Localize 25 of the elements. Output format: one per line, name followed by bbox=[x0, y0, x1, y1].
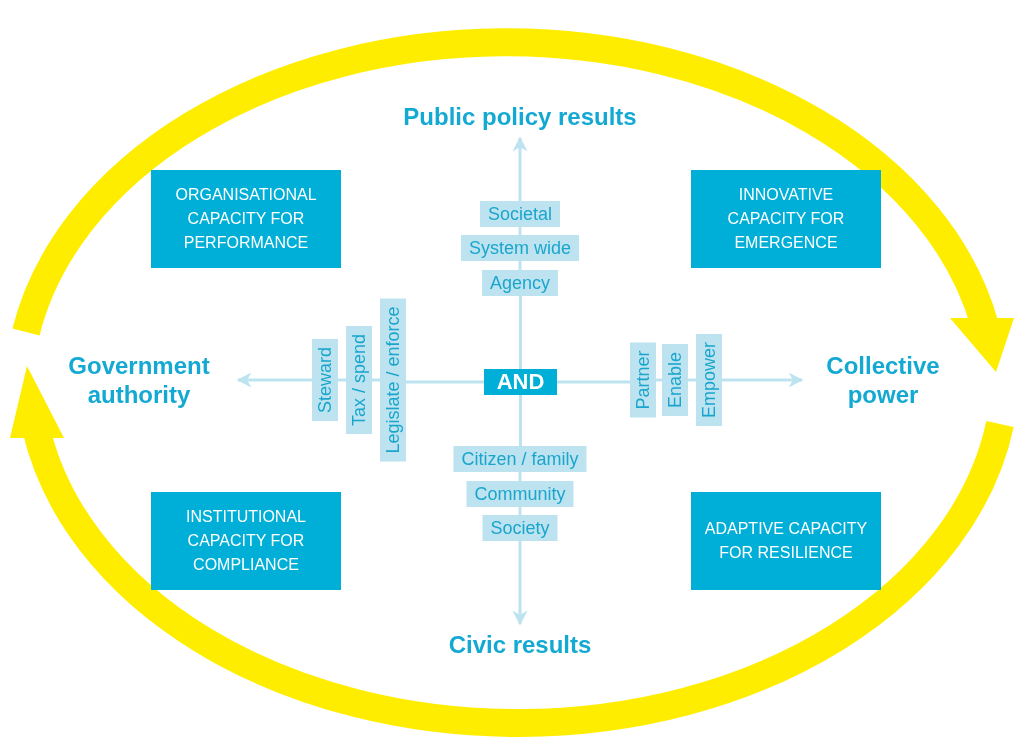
axis-label: Government authority bbox=[40, 348, 238, 412]
scale-tag: Society bbox=[482, 515, 558, 541]
scale-tag: Partner bbox=[630, 342, 656, 418]
scale-tag: Empower bbox=[696, 334, 722, 426]
scale-tag: Enable bbox=[662, 343, 688, 417]
capacity-box: ADAPTIVE CAPACITY FOR RESILIENCE bbox=[691, 492, 881, 590]
axis-label: Civic results bbox=[400, 624, 640, 664]
arrow bbox=[722, 372, 804, 388]
scale-tag: Societal bbox=[480, 201, 560, 227]
axis-label: Public policy results bbox=[380, 95, 660, 138]
arrow bbox=[512, 541, 528, 626]
scale-tag: System wide bbox=[461, 235, 579, 261]
capacity-box: INNOVATIVE CAPACITY FOR EMERGENCE bbox=[691, 170, 881, 268]
capacity-box: ORGANISATIONAL CAPACITY FOR PERFORMANCE bbox=[151, 170, 341, 268]
scale-tag: Citizen / family bbox=[453, 446, 587, 472]
center-label: AND bbox=[484, 369, 557, 395]
scale-tag: Steward bbox=[312, 339, 338, 421]
scale-tag: Tax / spend bbox=[346, 325, 372, 435]
scale-tag: Community bbox=[466, 481, 574, 507]
axis-label: Collective power bbox=[802, 348, 964, 412]
scale-tag: Agency bbox=[482, 270, 558, 296]
arrow bbox=[512, 136, 528, 201]
scale-tag: Legislate / enforce bbox=[380, 298, 406, 462]
capacity-box: INSTITUTIONAL CAPACITY FOR COMPLIANCE bbox=[151, 492, 341, 590]
arrow bbox=[236, 372, 312, 388]
